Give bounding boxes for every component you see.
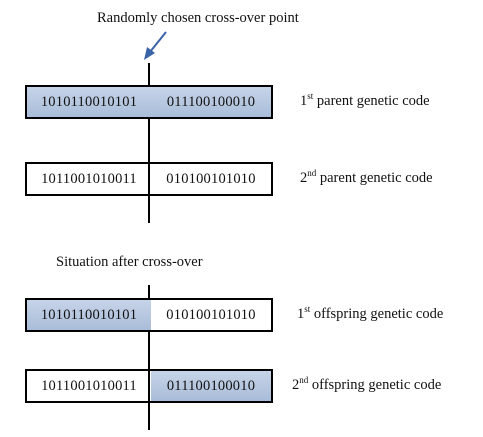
label-number: 2 xyxy=(300,170,308,186)
gene-segment-right: 010100101010 xyxy=(166,306,256,323)
gene-row: 1011001010011 010100101010 xyxy=(25,162,273,196)
label-text: offspring genetic code xyxy=(308,377,442,393)
gene-segment-left: 1010110010101 xyxy=(27,300,151,330)
crossover-line-top xyxy=(148,63,150,223)
gene-segment-left: 1011001010011 xyxy=(41,377,137,394)
row-label: 2nd offspring genetic code xyxy=(292,375,442,394)
gene-segment-right: 011100100010 xyxy=(151,371,271,401)
row-label: 2nd parent genetic code xyxy=(300,168,433,187)
gene-row: 1011001010011 011100100010 xyxy=(25,369,273,403)
label-number: 1 xyxy=(300,93,308,109)
label-text: parent genetic code xyxy=(313,93,430,109)
gene-row: 1010110010101 011100100010 xyxy=(25,85,273,119)
label-number: 1 xyxy=(297,306,305,322)
row-label: 1st offspring genetic code xyxy=(297,304,444,323)
label-suffix: st xyxy=(304,304,311,314)
crossover-line-bottom xyxy=(148,285,150,430)
after-crossover-caption: Situation after cross-over xyxy=(56,254,203,270)
gene-segment-left: 1010110010101 xyxy=(27,87,151,117)
label-number: 2 xyxy=(292,377,300,393)
label-text: parent genetic code xyxy=(316,170,433,186)
gene-segment-right: 010100101010 xyxy=(166,170,256,187)
row-label: 1st parent genetic code xyxy=(300,91,430,110)
gene-row: 1010110010101 010100101010 xyxy=(25,298,273,332)
label-suffix: nd xyxy=(299,375,309,385)
label-suffix: st xyxy=(307,91,314,101)
crossover-arrow-icon xyxy=(144,31,167,60)
label-text: offspring genetic code xyxy=(310,306,444,322)
gene-segment-right: 011100100010 xyxy=(151,87,271,117)
crossover-point-caption: Randomly chosen cross-over point xyxy=(97,10,299,26)
label-suffix: nd xyxy=(307,168,317,178)
gene-segment-left: 1011001010011 xyxy=(41,170,137,187)
